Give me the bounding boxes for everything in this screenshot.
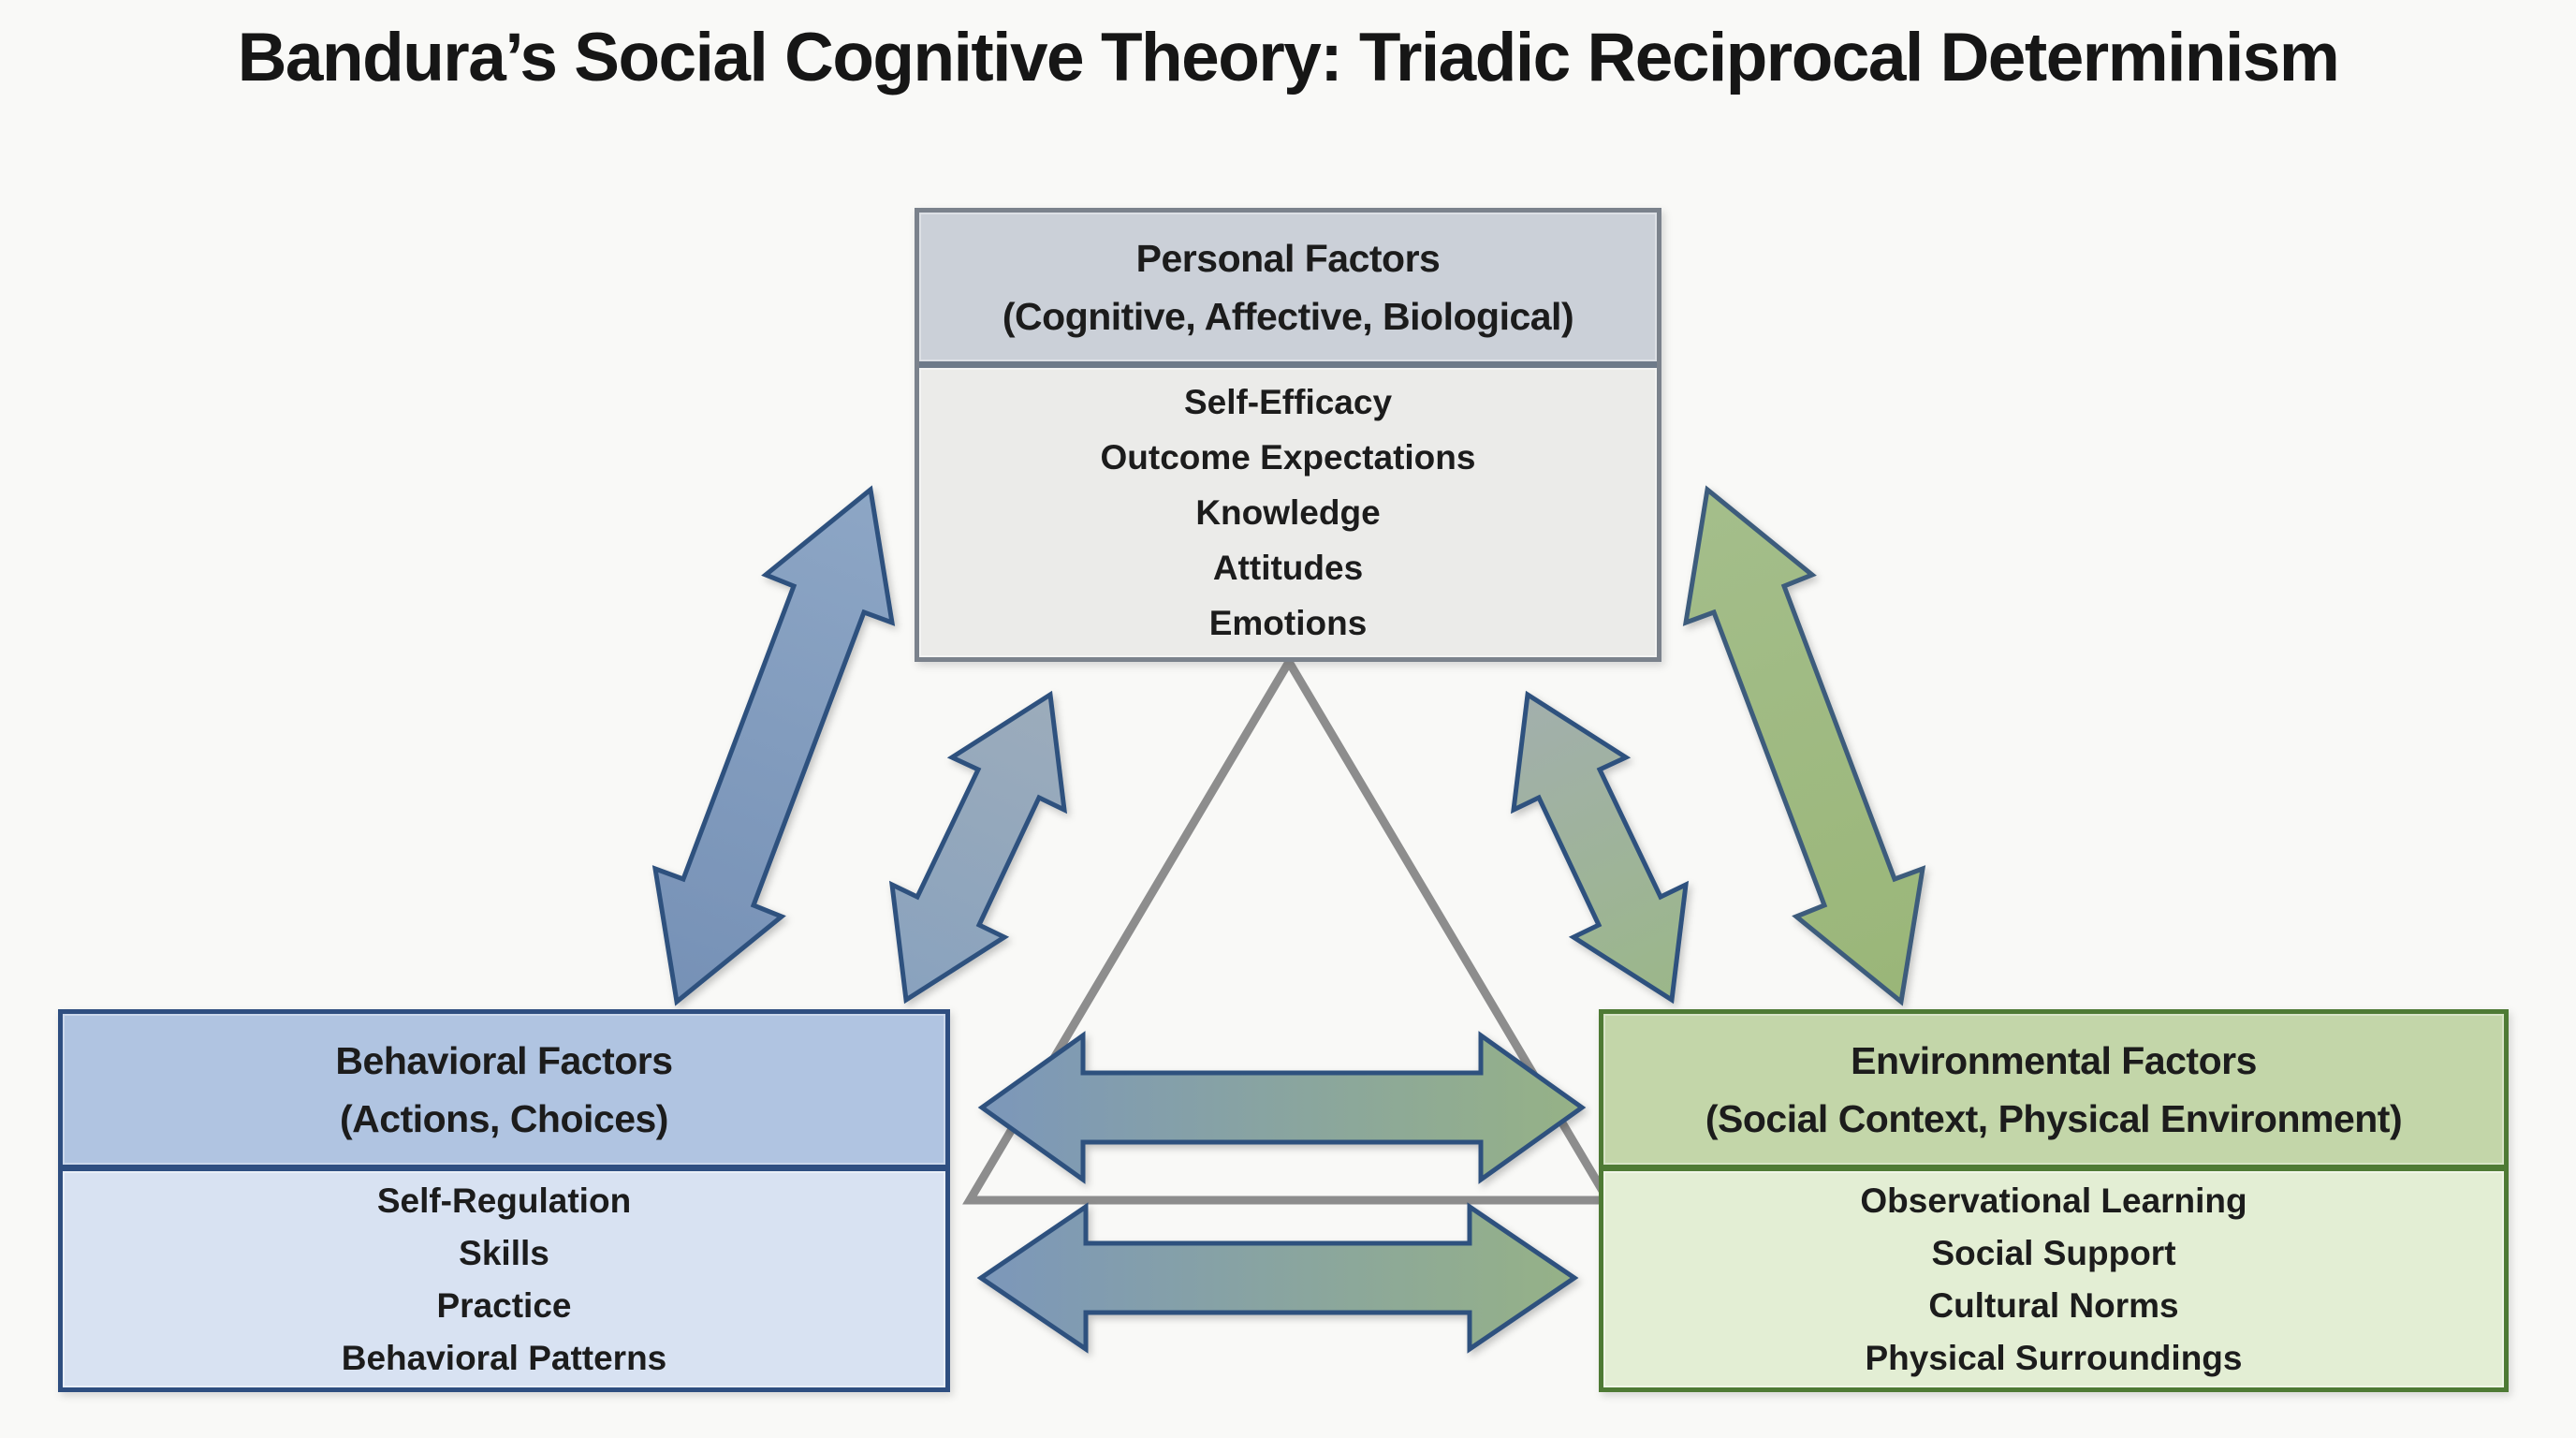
list-item: Practice: [436, 1285, 572, 1325]
list-item: Skills: [459, 1233, 549, 1272]
environmental-factors-title: Environmental Factors: [1851, 1038, 2257, 1082]
list-item: Physical Surroundings: [1865, 1338, 2243, 1377]
behavioral-factors-header: Behavioral Factors (Actions, Choices): [63, 1014, 945, 1171]
list-item: Observational Learning: [1860, 1181, 2247, 1220]
list-item: Social Support: [1931, 1233, 2176, 1272]
personal-factors-title: Personal Factors: [1135, 236, 1441, 280]
list-item: Self-Efficacy: [1183, 383, 1393, 421]
triangle-outline: [962, 653, 1616, 1205]
arrow-personal-environmental-inner: [1510, 690, 1690, 1005]
arrow-behavioral-environmental-upper: [977, 1031, 1587, 1184]
list-item: Behavioral Patterns: [341, 1338, 667, 1377]
environmental-factors-subtitle: (Social Context, Physical Environment): [1705, 1096, 2403, 1140]
box-environmental-factors: Environmental Factors (Social Context, P…: [1599, 1009, 2509, 1392]
personal-factors-subtitle: (Cognitive, Affective, Biological): [1002, 294, 1574, 338]
list-item: Knowledge: [1195, 493, 1381, 532]
list-item: Outcome Expectations: [1100, 438, 1476, 477]
arrow-personal-behavioral-outer: [651, 485, 896, 1006]
behavioral-factors-items: Self-Regulation Skills Practice Behavior…: [63, 1171, 945, 1387]
personal-factors-header: Personal Factors (Cognitive, Affective, …: [919, 213, 1657, 368]
list-item: Emotions: [1208, 604, 1368, 642]
environmental-factors-header: Environmental Factors (Social Context, P…: [1603, 1014, 2504, 1171]
arrow-behavioral-environmental-lower: [976, 1202, 1579, 1354]
list-item: Self-Regulation: [376, 1181, 632, 1220]
personal-factors-items: Self-Efficacy Outcome Expectations Knowl…: [919, 368, 1657, 657]
behavioral-factors-title: Behavioral Factors: [335, 1038, 673, 1082]
list-item: Attitudes: [1212, 549, 1364, 587]
environmental-factors-items: Observational Learning Social Support Cu…: [1603, 1171, 2504, 1387]
arrow-personal-environmental-outer: [1682, 485, 1926, 1006]
box-behavioral-factors: Behavioral Factors (Actions, Choices) Se…: [58, 1009, 950, 1392]
list-item: Cultural Norms: [1928, 1285, 2179, 1325]
box-personal-factors: Personal Factors (Cognitive, Affective, …: [915, 208, 1661, 662]
page-title: Bandura’s Social Cognitive Theory: Triad…: [237, 20, 2340, 95]
arrow-personal-behavioral-inner: [888, 690, 1068, 1005]
behavioral-factors-subtitle: (Actions, Choices): [340, 1096, 668, 1140]
